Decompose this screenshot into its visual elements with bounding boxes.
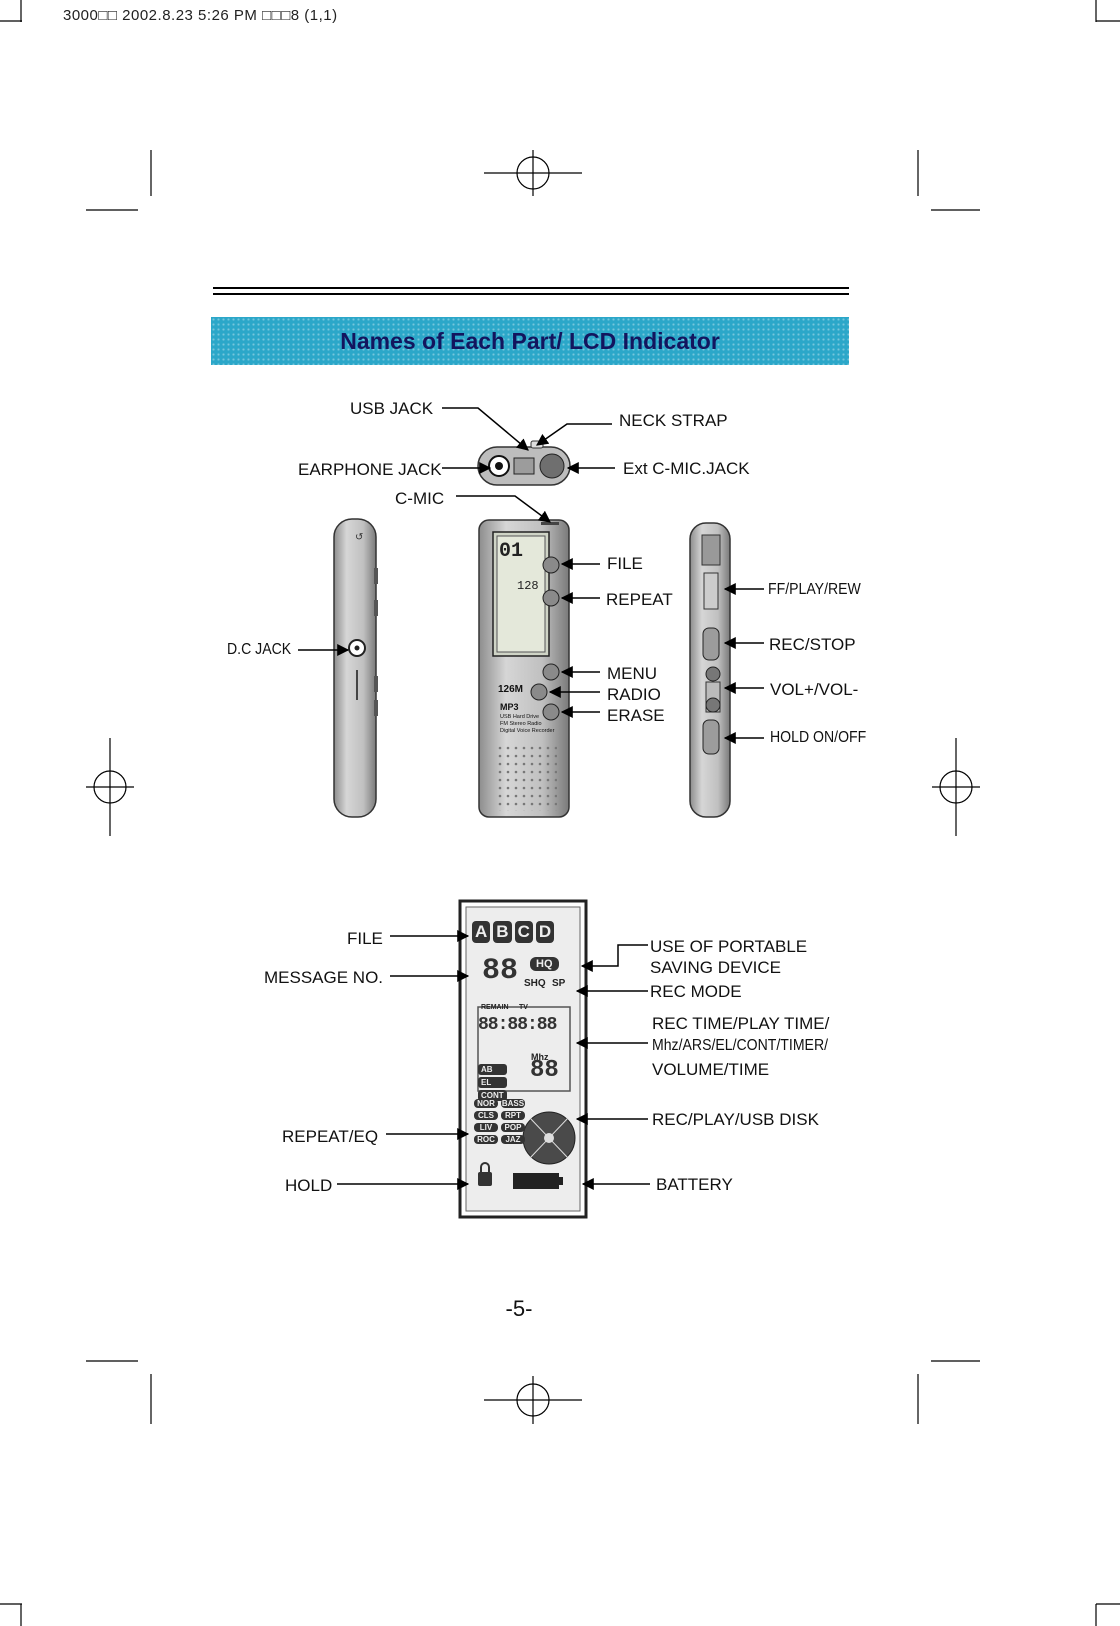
- lcd-label-file: FILE: [347, 929, 383, 948]
- lcd-label-battery: BATTERY: [656, 1175, 733, 1194]
- lcd-label-rec-time-2: Mhz/ARS/EL/CONT/TIMER/: [652, 1037, 829, 1054]
- label-neck-strap: NECK STRAP: [619, 411, 728, 430]
- lcd-message-digits: 88: [482, 954, 519, 988]
- label-c-mic: C-MIC: [395, 489, 445, 508]
- lcd-label-rec-mode: REC MODE: [650, 982, 742, 1001]
- section-title: Names of Each Part/ LCD Indicator: [340, 327, 720, 354]
- lcd-remain: REMAIN: [481, 1004, 509, 1011]
- svg-text:↺: ↺: [355, 532, 363, 543]
- page-number: -5-: [505, 1296, 533, 1321]
- label-menu: MENU: [607, 664, 658, 683]
- lcd-label-message-no: MESSAGE NO.: [264, 968, 384, 987]
- print-header: 3000□□ 2002.8.23 5:26 PM □□□8 (1,1): [63, 7, 338, 24]
- lcd-label-portable-2: SAVING DEVICE: [650, 958, 781, 977]
- device-capacity: 126M: [498, 684, 524, 695]
- lcd-eq-tag: RPT: [501, 1111, 525, 1120]
- lcd-eq-tag: BASS: [501, 1099, 525, 1108]
- lcd-subdigits: 128: [517, 579, 539, 593]
- lcd-panel: [458, 899, 588, 1219]
- label-hold-on-off: HOLD ON/OFF: [770, 729, 867, 746]
- lcd-file-letters: A B C D: [472, 921, 555, 943]
- lcd-letter: B: [493, 921, 512, 943]
- label-dc-jack: D.C JACK: [227, 641, 292, 658]
- section-title-banner: Names of Each Part/ LCD Indicator: [211, 317, 849, 365]
- device-desc-line: USB Hard Drive: [500, 714, 540, 720]
- callout-lines: [298, 407, 764, 1190]
- registration-target-bottom: [484, 1376, 582, 1424]
- lcd-eq-tag: CLS: [474, 1111, 498, 1120]
- lcd-ab-tag: AB: [478, 1064, 507, 1075]
- device-left-side-view: ↺: [333, 518, 378, 818]
- label-radio: RADIO: [607, 685, 661, 704]
- lcd-eq-tag: LIV: [474, 1123, 498, 1132]
- lcd-tv: TV: [519, 1004, 528, 1011]
- device-front-view: [478, 519, 570, 818]
- lcd-time-digits: 88:88:88: [478, 1015, 557, 1035]
- lcd-el-tag: EL: [478, 1077, 507, 1088]
- label-rec-stop: REC/STOP: [769, 635, 856, 654]
- device-description: USB Hard Drive FM Stereo Radio Digital V…: [500, 714, 554, 735]
- lcd-mode-hq: HQ: [530, 957, 559, 971]
- label-usb-jack: USB JACK: [350, 399, 434, 418]
- label-vol: VOL+/VOL-: [770, 680, 859, 699]
- header-rule: [213, 287, 849, 295]
- lcd-label-repeat-eq: REPEAT/EQ: [282, 1127, 379, 1146]
- lcd-cont-tag: CONT: [478, 1090, 507, 1101]
- lcd-label-hold: HOLD: [285, 1176, 333, 1195]
- lcd-eq-tag: JAZ: [501, 1135, 525, 1144]
- label-ext-c-mic-jack: Ext C-MIC.JACK: [623, 459, 750, 478]
- label-earphone-jack: EARPHONE JACK: [298, 460, 442, 479]
- label-repeat: REPEAT: [606, 590, 673, 609]
- lcd-letter: A: [472, 921, 491, 943]
- lcd-eq-tag: ROC: [474, 1135, 498, 1144]
- lcd-digits: 01: [499, 540, 524, 563]
- lcd-label-rec-time-3: VOLUME/TIME: [652, 1060, 770, 1079]
- registration-target-left: [86, 738, 134, 836]
- lcd-eq-tags: NOR BASS CLS RPT LIV POP ROC JAZ: [474, 1099, 525, 1144]
- lcd-ab-tags: AB EL CONT: [478, 1064, 507, 1101]
- lcd-eq-tag: NOR: [474, 1099, 498, 1108]
- registration-target-top: [484, 150, 582, 196]
- lcd-eq-tag: POP: [501, 1123, 525, 1132]
- lcd-letter: D: [535, 921, 555, 943]
- lcd-label-rec-time-1: REC TIME/PLAY TIME/: [652, 1014, 830, 1033]
- device-desc-line: FM Stereo Radio: [500, 721, 542, 727]
- lcd-letter: C: [514, 921, 533, 943]
- lcd-mhz: Mhz: [531, 1052, 549, 1062]
- device-right-side-view: [689, 522, 731, 818]
- registration-target-right: [932, 738, 980, 836]
- lcd-mode-sp: SP: [552, 978, 566, 989]
- label-file: FILE: [607, 554, 643, 573]
- lcd-label-rec-play-usb: REC/PLAY/USB DISK: [652, 1110, 819, 1129]
- lcd-volume-digits: 88: [530, 1057, 559, 1084]
- device-desc-line: Digital Voice Recorder: [500, 728, 555, 734]
- lcd-mode-shq: SHQ: [524, 978, 546, 989]
- device-format: MP3: [500, 702, 519, 712]
- label-ff-play-rew: FF/PLAY/REW: [768, 581, 861, 598]
- lcd-label-portable-1: USE OF PORTABLE: [650, 937, 808, 956]
- label-erase: ERASE: [607, 706, 665, 725]
